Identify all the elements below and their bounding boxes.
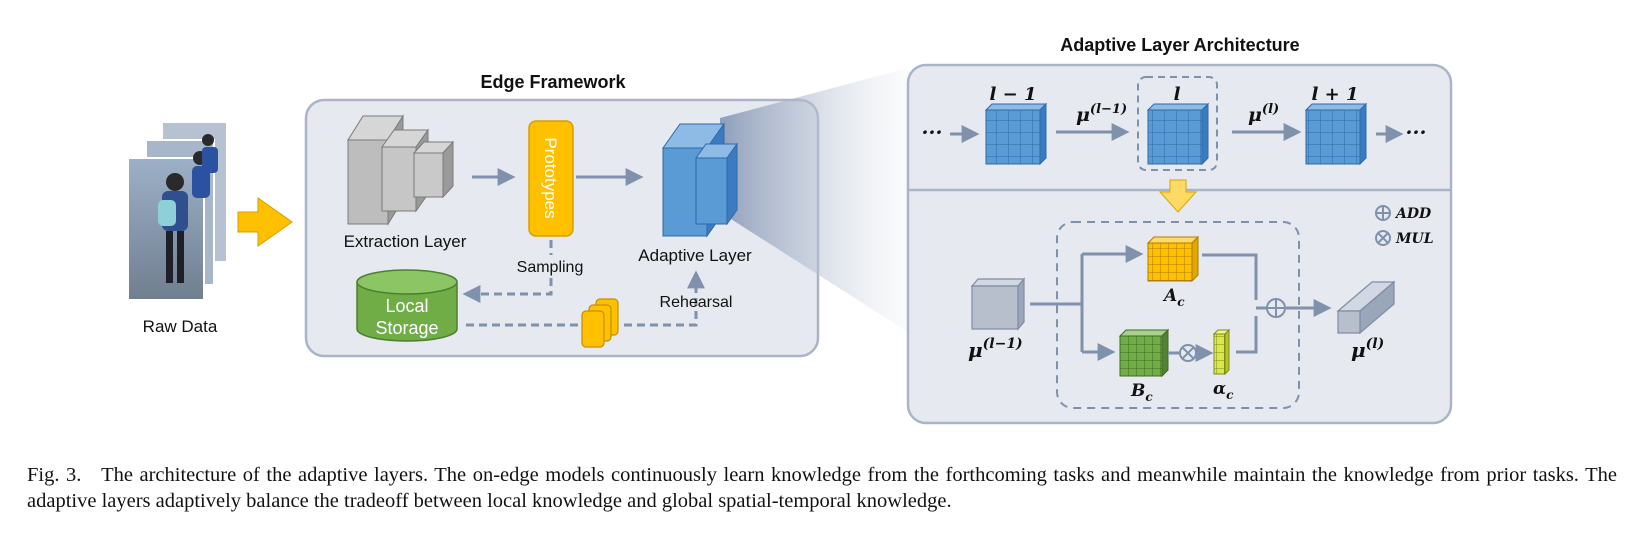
sampling-label: Sampling bbox=[517, 259, 584, 276]
mu-cur-bottom-sup: (l) bbox=[1366, 336, 1385, 352]
mu-prev-top-sup: (l−1) bbox=[1090, 102, 1127, 117]
raw-data-label: Raw Data bbox=[143, 317, 218, 336]
alpha-label-base: α bbox=[1213, 379, 1226, 399]
mu-cur-top-label: μ(l) bbox=[1248, 102, 1279, 126]
samples-to-adaptive-arrow bbox=[624, 270, 705, 327]
alpha-vector-cube bbox=[1212, 328, 1231, 376]
local-storage-cylinder bbox=[356, 269, 458, 342]
ellipsis-left: ··· bbox=[922, 120, 943, 144]
output-feature-cuboid bbox=[1336, 280, 1396, 335]
figure-caption: Fig. 3. The architecture of the adaptive… bbox=[27, 462, 1617, 514]
raw-data-images bbox=[127, 121, 228, 301]
zoom-beam bbox=[720, 68, 908, 332]
adaptive-layer-label: Adaptive Layer bbox=[638, 246, 752, 265]
arch-title: Adaptive Layer Architecture bbox=[1060, 35, 1299, 55]
alpha-label-sub: c bbox=[1226, 388, 1234, 402]
alpha-label: αc bbox=[1213, 379, 1234, 402]
layer-cur-label: l bbox=[1174, 84, 1181, 105]
legend-mul-label: MUL bbox=[1395, 231, 1434, 247]
caption-text: The architecture of the adaptive layers.… bbox=[27, 464, 1617, 512]
caption-prefix: Fig. 3. bbox=[27, 464, 82, 486]
multiply-node-icon bbox=[1179, 344, 1197, 362]
ac-label: Ac bbox=[1162, 286, 1185, 309]
mu-cur-bottom-label: μ(l) bbox=[1351, 336, 1384, 362]
input-feature-cube bbox=[970, 277, 1026, 331]
alpha-to-add-connector bbox=[1236, 316, 1258, 354]
local-storage-label-line1: Local bbox=[385, 296, 428, 316]
ac-to-add-connector bbox=[1202, 253, 1258, 300]
mu-prev-bottom-label: μ(l−1) bbox=[968, 336, 1023, 362]
bc-label-sub: c bbox=[1145, 390, 1153, 404]
add-node-icon bbox=[1266, 298, 1286, 318]
mu-cur-top-base: μ bbox=[1248, 104, 1262, 126]
extraction-layer-blocks bbox=[347, 114, 455, 226]
legend-add-label: ADD bbox=[1394, 206, 1432, 222]
mu-cur-top-sup: (l) bbox=[1262, 102, 1279, 117]
bc-matrix-cube bbox=[1118, 328, 1170, 378]
edge-framework-title: Edge Framework bbox=[480, 72, 626, 92]
extraction-layer-label: Extraction Layer bbox=[344, 232, 467, 251]
layer-prev-cube bbox=[984, 102, 1048, 166]
mu-prev-top-label: μ(l−1) bbox=[1076, 102, 1127, 126]
expand-down-arrow-icon bbox=[1158, 179, 1198, 213]
branch-connector bbox=[1030, 254, 1084, 352]
sampling-to-storage-arrow bbox=[462, 278, 553, 303]
mu-prev-bottom-base: μ bbox=[968, 338, 983, 362]
mul-icon bbox=[1375, 230, 1391, 246]
bc-label: Bc bbox=[1130, 381, 1153, 404]
pedestrian-figure bbox=[158, 134, 218, 283]
layer-cur-cube bbox=[1146, 102, 1210, 166]
add-icon bbox=[1375, 205, 1391, 221]
layer-next-cube bbox=[1304, 102, 1368, 166]
mu-prev-bottom-sup: (l−1) bbox=[983, 336, 1023, 352]
bc-label-base: B bbox=[1130, 381, 1145, 401]
adaptive-layer-blocks bbox=[662, 122, 738, 238]
mu-cur-bottom-base: μ bbox=[1351, 338, 1366, 362]
mu-prev-top-base: μ bbox=[1076, 104, 1090, 126]
rehearsal-label: Rehearsal bbox=[660, 294, 733, 311]
rehearsal-samples-stack bbox=[581, 298, 619, 348]
current-layer-dashed-box bbox=[1137, 76, 1218, 171]
ac-label-sub: c bbox=[1177, 295, 1185, 309]
prototypes-block bbox=[528, 120, 574, 237]
ac-matrix-cube bbox=[1146, 235, 1200, 283]
input-arrow-icon bbox=[237, 197, 293, 247]
prototypes-label: Prototypes bbox=[541, 137, 560, 218]
ellipsis-right: ··· bbox=[1406, 120, 1427, 144]
architecture-diagram: Raw Data Edge Framework Extraction Layer… bbox=[127, 35, 1453, 425]
layer-prev-label: l − 1 bbox=[990, 84, 1037, 105]
layer-next-label: l + 1 bbox=[1312, 84, 1359, 105]
local-storage-label-line2: Storage bbox=[375, 318, 438, 338]
inner-layer-dashed-box bbox=[1056, 221, 1300, 409]
ac-label-base: A bbox=[1162, 286, 1177, 306]
